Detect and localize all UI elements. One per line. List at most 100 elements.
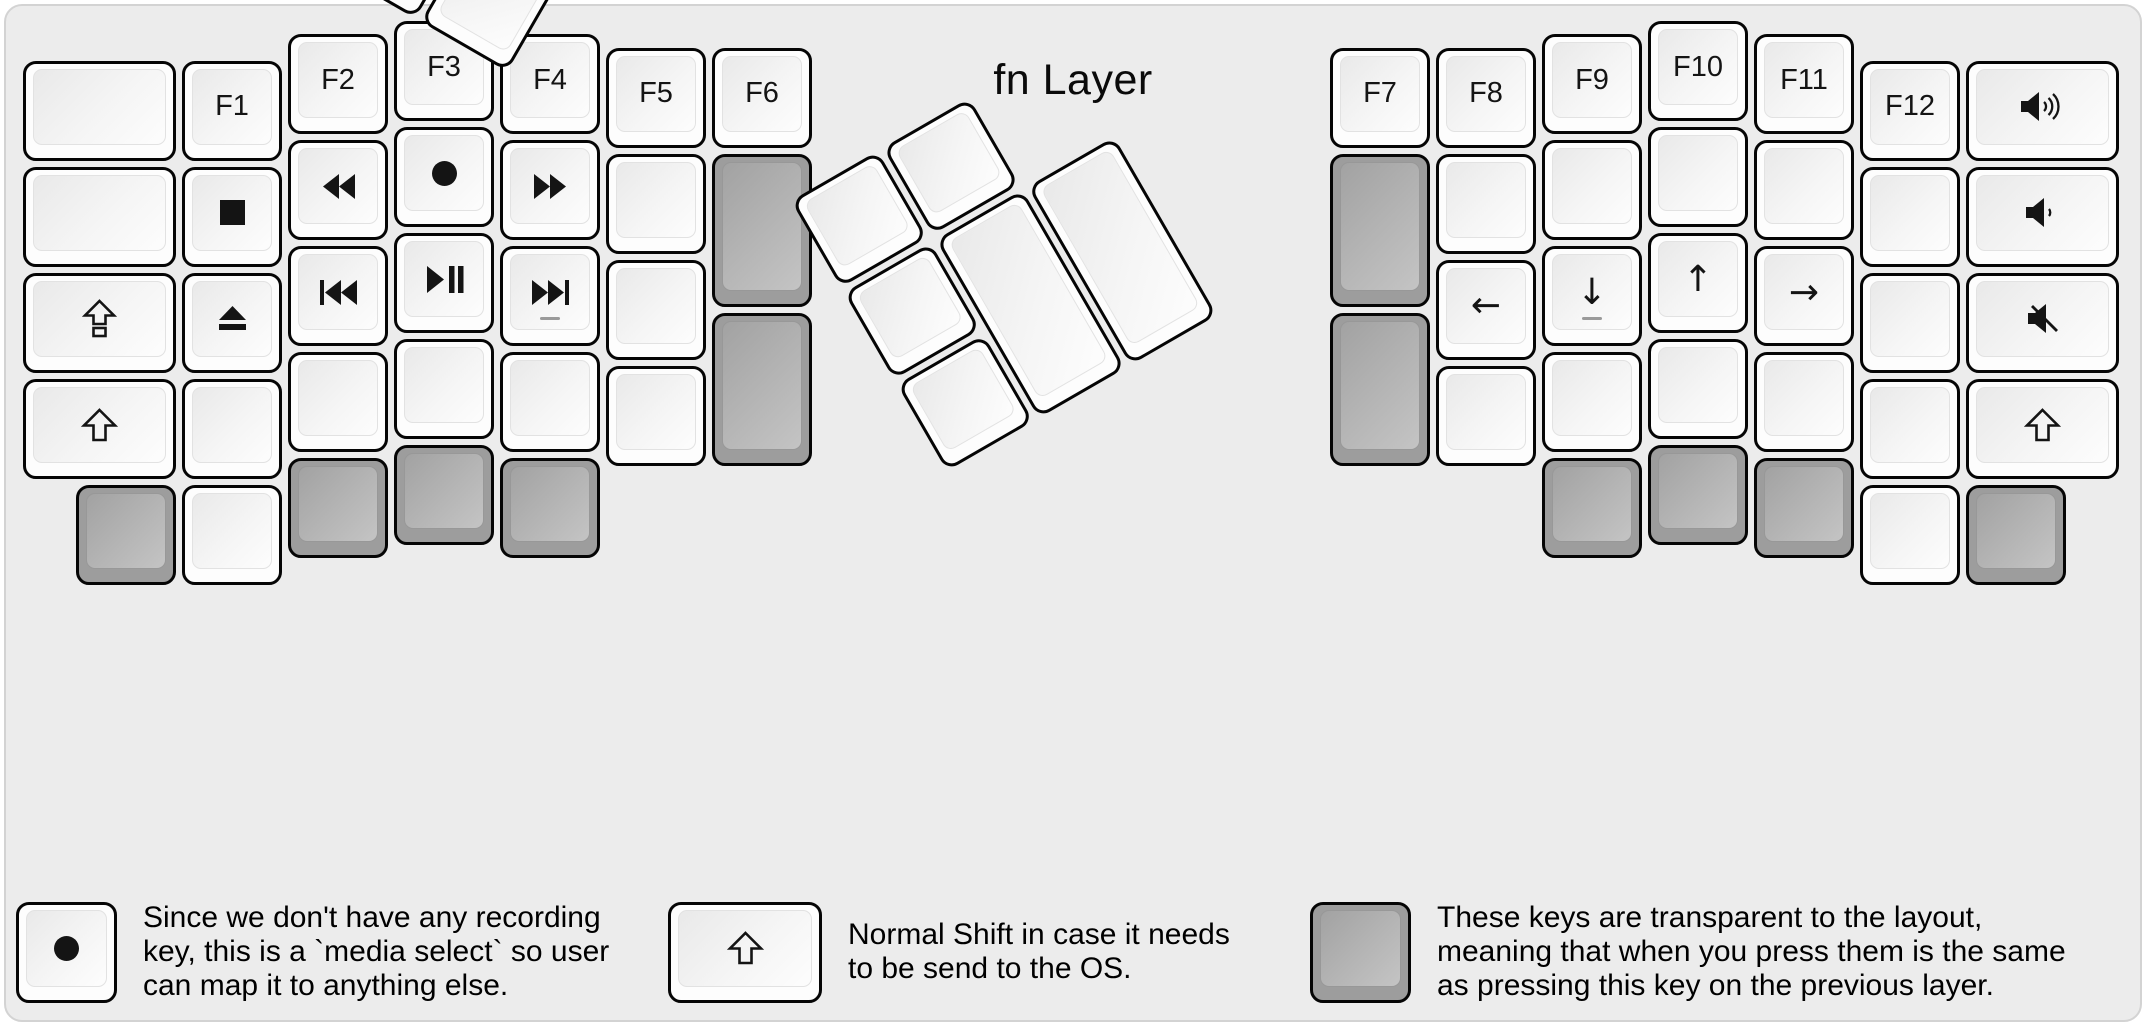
key-transparent[interactable] xyxy=(1330,153,1430,307)
key-shift[interactable] xyxy=(1966,378,2119,479)
key-blank[interactable] xyxy=(1648,127,1748,227)
key-blank[interactable] xyxy=(182,378,282,479)
keytop xyxy=(1976,280,2109,357)
key-blank[interactable] xyxy=(1648,339,1748,439)
key-transparent[interactable] xyxy=(1542,458,1642,559)
key-eject[interactable] xyxy=(182,272,282,373)
key-label: F12 xyxy=(1885,90,1935,123)
key-transparent[interactable] xyxy=(394,445,494,545)
keytop xyxy=(33,68,166,145)
legend-text-line: can map it to anything else. xyxy=(143,969,509,1002)
caps-lock-icon xyxy=(82,299,117,338)
key-blank[interactable] xyxy=(1860,272,1960,373)
key-f8[interactable]: F8 xyxy=(1436,47,1536,148)
key-blank[interactable] xyxy=(23,166,176,267)
keytop xyxy=(1340,161,1420,291)
key-blank[interactable] xyxy=(1542,140,1642,241)
key-caps-lock[interactable] xyxy=(23,272,176,373)
keytop xyxy=(1976,68,2109,145)
key-f9[interactable]: F9 xyxy=(1542,34,1642,135)
keytop xyxy=(192,386,272,463)
key-blank[interactable] xyxy=(606,153,706,254)
key-media-select[interactable] xyxy=(394,127,494,227)
key-blank[interactable] xyxy=(1436,365,1536,466)
key-arrow-right[interactable]: → xyxy=(1754,246,1854,347)
key-transparent[interactable] xyxy=(1648,445,1748,545)
key-blank[interactable] xyxy=(1860,166,1960,267)
key-blank[interactable] xyxy=(394,339,494,439)
key-blank[interactable] xyxy=(606,365,706,466)
key-blank[interactable] xyxy=(182,484,282,585)
key-blank[interactable] xyxy=(606,259,706,360)
key-blank[interactable] xyxy=(23,60,176,161)
key-f5[interactable]: F5 xyxy=(606,47,706,148)
key-volume-mute[interactable] xyxy=(1966,272,2119,373)
key-volume-down[interactable] xyxy=(1966,166,2119,267)
keytop xyxy=(1764,466,1844,543)
key-blank[interactable] xyxy=(1542,352,1642,453)
key-blank[interactable] xyxy=(500,352,600,453)
key-f11[interactable]: F11 xyxy=(1754,34,1854,135)
key-stop[interactable] xyxy=(182,166,282,267)
key-blank[interactable] xyxy=(1436,153,1536,254)
keytop xyxy=(1446,161,1526,238)
key-rewind[interactable] xyxy=(288,140,388,241)
homing-bar xyxy=(1582,317,1602,321)
keytop xyxy=(298,148,378,225)
keytop xyxy=(404,241,484,317)
key-prev-track[interactable] xyxy=(288,246,388,347)
legend-key-shift xyxy=(668,901,822,1003)
keytop xyxy=(192,280,272,357)
key-transparent[interactable] xyxy=(1966,484,2066,585)
key-transparent[interactable] xyxy=(1754,458,1854,559)
key-arrow-left[interactable]: ← xyxy=(1436,259,1536,360)
key-arrow-down[interactable]: ↓ xyxy=(1542,246,1642,347)
keytop xyxy=(33,174,166,251)
key-f12[interactable]: F12 xyxy=(1860,60,1960,161)
key-f10[interactable]: F10 xyxy=(1648,21,1748,121)
key-transparent[interactable] xyxy=(712,312,812,466)
key-label: F3 xyxy=(427,50,461,83)
key-arrow-up[interactable]: ↑ xyxy=(1648,233,1748,333)
key-volume-up[interactable] xyxy=(1966,60,2119,161)
key-f6[interactable]: F6 xyxy=(712,47,812,148)
keytop xyxy=(33,386,166,463)
key-blank[interactable] xyxy=(1860,378,1960,479)
key-shift[interactable] xyxy=(23,378,176,479)
keytop xyxy=(404,135,484,211)
keytop: F4 xyxy=(510,42,590,119)
keytop xyxy=(678,909,812,987)
key-f7[interactable]: F7 xyxy=(1330,47,1430,148)
key-play-pause[interactable] xyxy=(394,233,494,333)
key-blank[interactable] xyxy=(288,352,388,453)
keytop: F6 xyxy=(722,55,802,132)
key-blank[interactable] xyxy=(1754,352,1854,453)
record-icon xyxy=(52,934,81,963)
play-pause-icon xyxy=(425,265,464,294)
key-next-track[interactable] xyxy=(500,246,600,347)
key-label: F6 xyxy=(745,77,779,109)
key-f3[interactable]: F3 xyxy=(394,21,494,121)
keytop xyxy=(1870,280,1950,357)
legend-text-line: as pressing this key on the previous lay… xyxy=(1437,969,1994,1002)
shift-icon xyxy=(726,931,764,965)
key-transparent[interactable] xyxy=(712,153,812,307)
key-transparent[interactable] xyxy=(500,458,600,559)
key-blank[interactable] xyxy=(1754,140,1854,241)
key-fast-forward[interactable] xyxy=(500,140,600,241)
keytop xyxy=(1976,492,2056,569)
key-f1[interactable]: F1 xyxy=(182,60,282,161)
keytop xyxy=(510,466,590,543)
legend-text-line: to be send to the OS. xyxy=(848,952,1132,985)
keytop xyxy=(1552,466,1632,543)
key-transparent[interactable] xyxy=(1330,312,1430,466)
key-transparent[interactable] xyxy=(76,484,176,585)
key-blank[interactable] xyxy=(1860,484,1960,585)
shift-icon xyxy=(81,407,118,442)
key-f2[interactable]: F2 xyxy=(288,34,388,135)
keytop: F7 xyxy=(1340,55,1420,132)
key-transparent[interactable] xyxy=(288,458,388,559)
